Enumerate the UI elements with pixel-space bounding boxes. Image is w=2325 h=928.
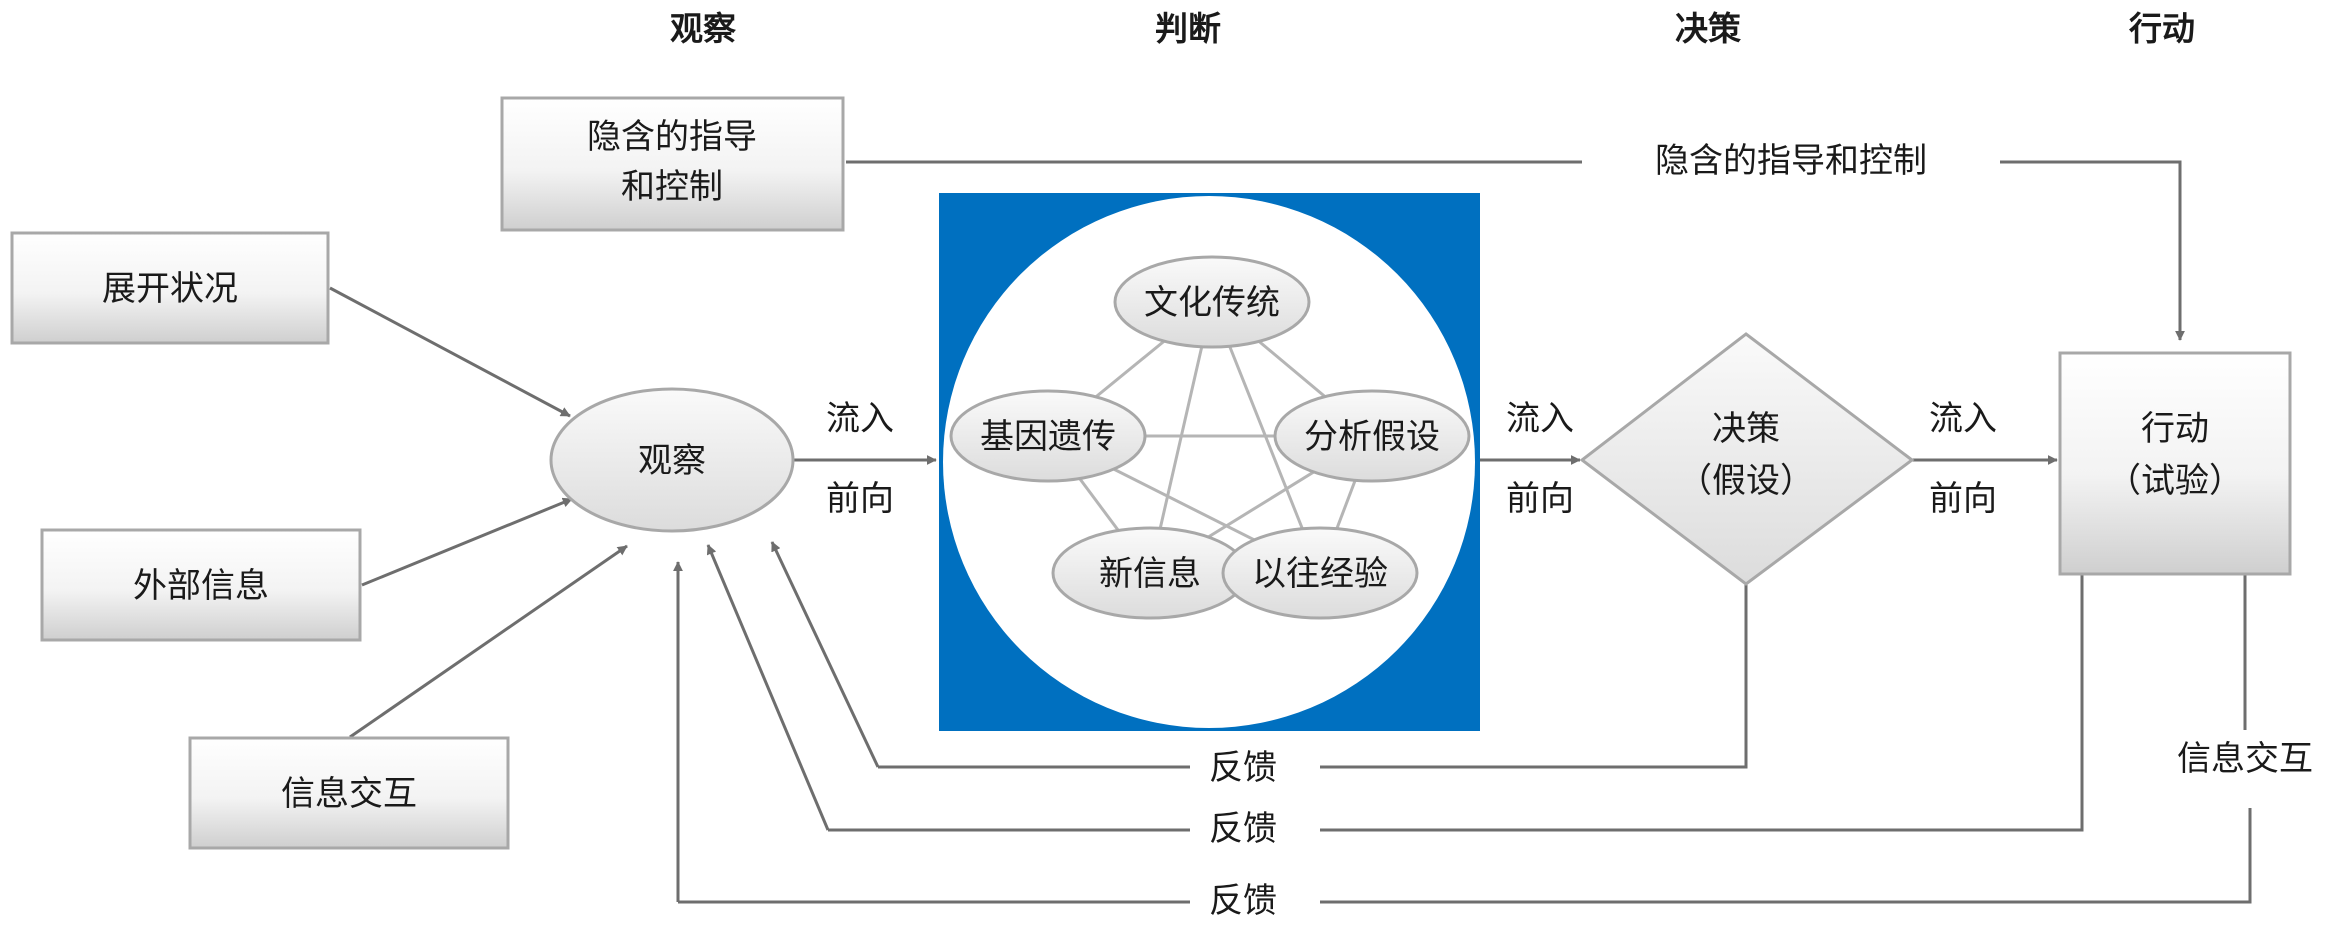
- observe-node: [549, 387, 795, 533]
- culture-node: [1113, 255, 1311, 349]
- decide-label-line1: 决策: [1712, 409, 1780, 449]
- implicit-guidance-box: [500, 96, 845, 232]
- flow3-inflow: 流入: [1929, 399, 1997, 439]
- act-label-line1: 行动: [2141, 409, 2209, 449]
- outside-info-arrow: [361, 497, 573, 587]
- observe-label: 观察: [638, 441, 706, 481]
- act-label-line2: （试验）: [2107, 461, 2243, 501]
- interaction-box: [188, 736, 510, 850]
- flow2-inflow: 流入: [1506, 399, 1574, 439]
- genetic-label: 基因遗传: [980, 417, 1116, 457]
- outside-info-box: [40, 528, 362, 642]
- implicit-line-right: [2000, 160, 2185, 341]
- interaction-label: 信息交互: [281, 774, 417, 814]
- outside-info-label: 外部信息: [133, 566, 269, 606]
- implicit-line-label: 隐含的指导和控制: [1655, 141, 1927, 181]
- analysis-label: 分析假设: [1304, 417, 1440, 457]
- unfolding-box: [10, 231, 330, 345]
- header-orient: 判断: [1155, 9, 1221, 48]
- flow1-feedforward: 前向: [826, 479, 894, 519]
- header-observe: 观察: [670, 9, 736, 48]
- unfolding-arrow: [329, 286, 571, 418]
- implicit-guidance-line1: 隐含的指导: [587, 117, 757, 157]
- feedback-3-right: [1320, 808, 2252, 904]
- feedback-2-right: [1320, 574, 2084, 832]
- culture-label: 文化传统: [1144, 283, 1280, 323]
- decide-label-line2: （假设）: [1678, 461, 1814, 501]
- connectors: [329, 160, 2252, 904]
- experience-label: 以往经验: [1252, 554, 1388, 594]
- header-act: 行动: [2128, 9, 2195, 48]
- act-box: [2058, 351, 2292, 576]
- implicit-guidance-line2: 和控制: [621, 167, 723, 207]
- flow1-inflow: 流入: [826, 399, 894, 439]
- flow2-feedforward: 前向: [1506, 479, 1574, 519]
- experience-node: [1221, 526, 1419, 620]
- header-decide: 决策: [1675, 9, 1741, 48]
- feedback-label-3: 反馈: [1209, 881, 1277, 921]
- new-info-label: 新信息: [1099, 554, 1201, 594]
- feedback-label-1: 反馈: [1209, 748, 1277, 788]
- feedback-1-right: [1320, 582, 1748, 769]
- act-interaction-label: 信息交互: [2177, 739, 2313, 779]
- unfolding-label: 展开状况: [102, 269, 238, 309]
- genetic-node: [949, 389, 1147, 483]
- feedback-1-arrow: [770, 541, 880, 768]
- analysis-node: [1273, 389, 1471, 483]
- flow3-feedforward: 前向: [1929, 479, 1997, 519]
- feedback-label-2: 反馈: [1209, 809, 1277, 849]
- decide-node: [1579, 332, 1915, 586]
- interaction-arrow: [349, 544, 628, 739]
- feedback-2-arrow: [706, 544, 830, 831]
